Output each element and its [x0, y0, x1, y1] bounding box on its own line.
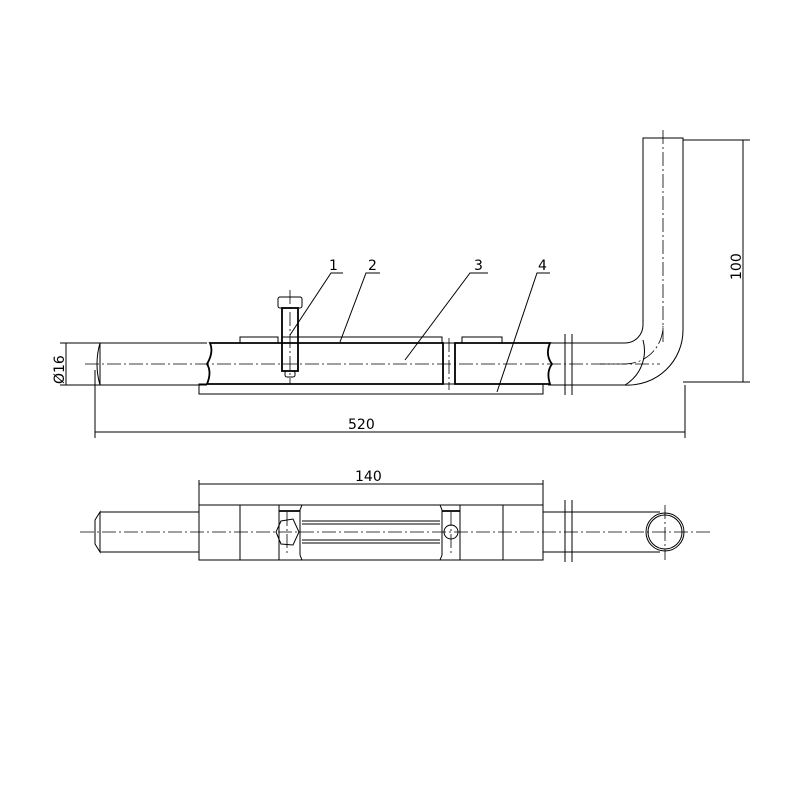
dimension-block-length: 140 [198, 469, 544, 505]
svg-text:100: 100 [729, 253, 745, 280]
block-top [198, 504, 544, 561]
part-leaders [289, 272, 550, 393]
centerline-bend [600, 325, 664, 365]
part-label-4: 4 [538, 258, 547, 274]
svg-text:Ø16: Ø16 [52, 355, 68, 384]
bent-handle [548, 137, 684, 386]
shaft-left-top [94, 510, 199, 554]
shaft-right-top [543, 511, 660, 553]
dimension-overall-length: 520 [94, 370, 686, 438]
svg-text:140: 140 [355, 469, 382, 485]
svg-text:520: 520 [348, 417, 375, 433]
top-view: 140 [80, 469, 710, 562]
block-part-3-right [454, 342, 554, 385]
base-plate-part-4 [198, 383, 544, 395]
block-part-3 [205, 342, 444, 385]
front-view: 1 2 3 4 Ø16 520 100 [52, 130, 750, 438]
part-label-1: 1 [329, 258, 338, 274]
part-label-3: 3 [474, 258, 483, 274]
bolt-top [275, 518, 300, 546]
dimension-diameter: Ø16 [52, 342, 100, 386]
core-top [299, 504, 443, 561]
part-label-2: 2 [368, 258, 377, 274]
shaft-left [96, 342, 207, 386]
dimension-height: 100 [683, 139, 750, 383]
strip-part-2 [239, 336, 279, 344]
